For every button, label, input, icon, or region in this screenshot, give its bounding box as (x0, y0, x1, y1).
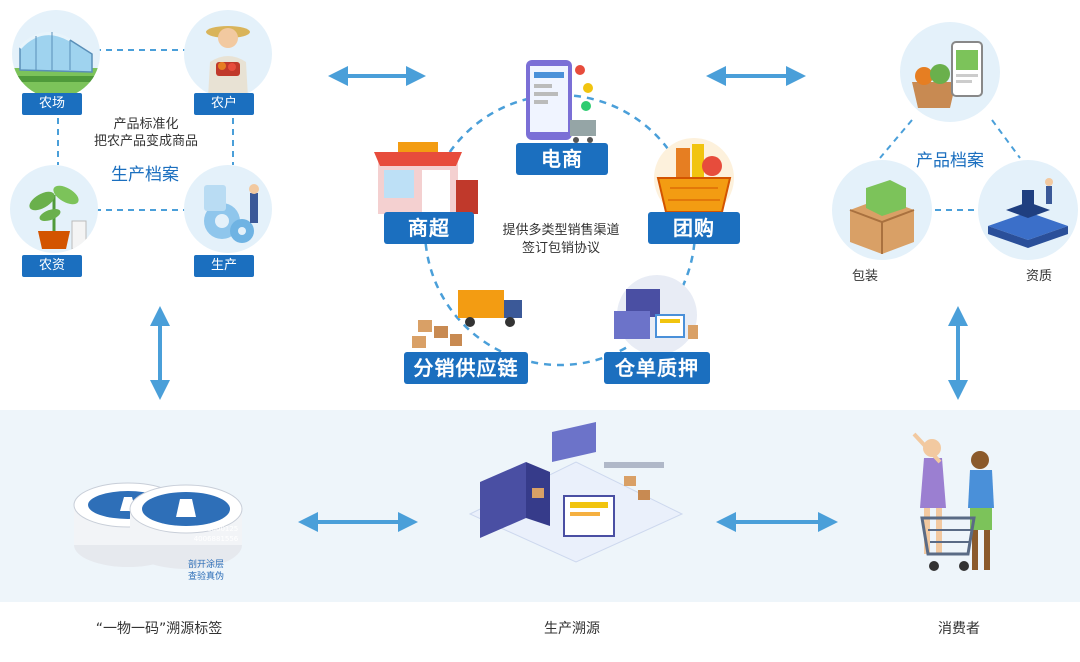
farm-circle (12, 10, 100, 98)
greenhouse-icon (12, 32, 100, 98)
qualification-circle (978, 160, 1078, 260)
warehouse-icon (614, 275, 698, 355)
channels-center-line2: 签订包销协议 (521, 241, 600, 256)
storefront-icon (374, 142, 478, 214)
farmer-circle (184, 10, 272, 98)
tag-scratch-text-1: 剖开涂层 (187, 560, 224, 570)
channel-ecommerce: 电商 (516, 143, 608, 175)
product-top-circle (900, 22, 1000, 122)
label-qualification: 资质 (1025, 269, 1052, 284)
traceability-label-illustration: 1008000125 4006881556 剖开涂层 查验真伪 (68, 465, 248, 585)
qr-label-stack-icon (73, 482, 243, 569)
phone-shop-icon (526, 60, 596, 143)
group-buy-illustration (640, 138, 748, 218)
package-box-icon (849, 180, 915, 254)
product-archive-title: 产品档案 (916, 151, 984, 171)
caption-consumer: 消费者 (938, 621, 980, 637)
production-note-line2: 把农产品变成商品 (93, 134, 198, 149)
gear-icon (204, 184, 259, 243)
production-note-line1: 产品标准化 (113, 117, 179, 132)
tag-phone-2: 4006881556 (193, 535, 239, 543)
production-archive-title: 生产档案 (111, 165, 179, 185)
node-farmer: 农户 (194, 93, 254, 115)
supplies-circle (10, 165, 98, 253)
caption-traceability-label: “一物一码”溯源标签 (95, 621, 223, 637)
produce-phone-icon (912, 41, 983, 108)
certificate-book-icon (988, 178, 1068, 248)
ecommerce-illustration (510, 58, 612, 148)
warehouse-pledge-illustration (604, 275, 710, 355)
factory-isometric-icon (468, 422, 684, 563)
farmer-icon (206, 26, 250, 98)
packaging-circle (832, 160, 932, 260)
node-production: 生产 (194, 255, 254, 277)
tag-scratch-text-2: 查验真伪 (187, 572, 224, 582)
production-trace-illustration (460, 422, 692, 564)
caption-production-trace: 生产溯源 (544, 621, 600, 637)
production-circle (184, 165, 272, 253)
channel-supermarket: 商超 (384, 212, 474, 244)
shopping-basket-icon (654, 138, 734, 218)
delivery-truck-icon (412, 290, 522, 348)
node-farm: 农场 (22, 93, 82, 115)
channel-group-buy: 团购 (648, 212, 740, 244)
label-packaging: 包装 (851, 269, 878, 284)
channel-distribution: 分销供应链 (404, 352, 528, 384)
shoppers-cart-icon (912, 432, 994, 571)
node-supplies: 农资 (22, 255, 82, 277)
distribution-illustration (404, 280, 528, 354)
tag-phone-1: 1008000125 (193, 525, 239, 533)
seedling-icon (29, 185, 87, 250)
consumer-illustration (902, 426, 1012, 586)
channels-center-line1: 提供多类型销售渠道 (502, 223, 620, 238)
supermarket-illustration (372, 140, 482, 218)
channel-warehouse-pledge: 仓单质押 (604, 352, 710, 384)
